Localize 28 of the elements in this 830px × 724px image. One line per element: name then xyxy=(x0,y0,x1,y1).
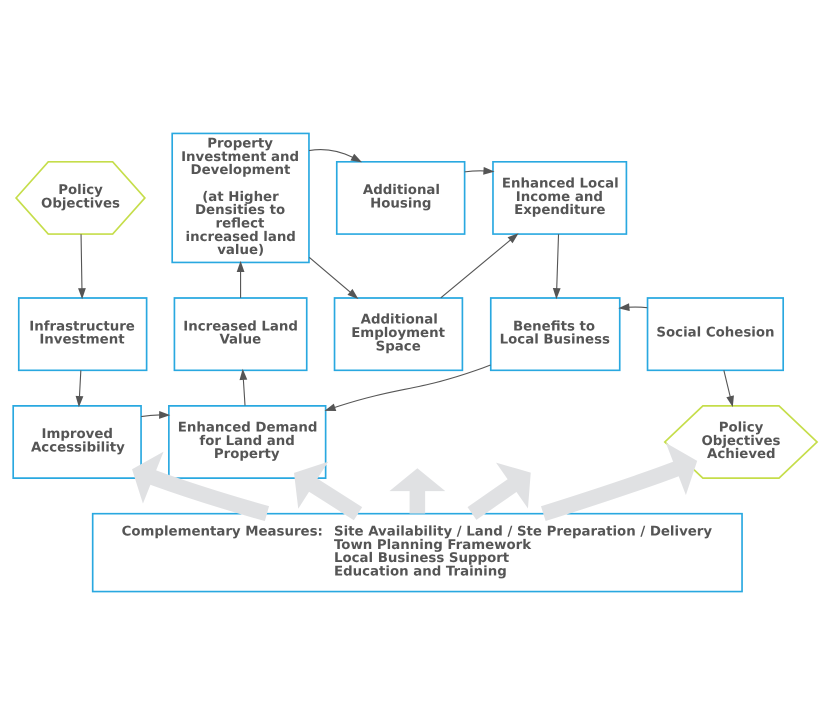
arrow xyxy=(76,370,84,407)
arrow xyxy=(309,256,358,299)
node-box: Increased Land Value xyxy=(174,296,308,371)
arrow xyxy=(324,364,491,410)
arrow xyxy=(464,166,495,174)
node-box: Property Investment and Development (at Higher Densities to reflect increased land value) xyxy=(171,132,310,263)
node-box: Complementary Measures: Site Availability / Land / Ste Preparation / Delivery Town Planning Framework Local Business Support Education and Training xyxy=(92,512,743,592)
arrow xyxy=(240,368,248,406)
node-box: Additional Employment Space xyxy=(334,296,464,371)
node-box: Enhanced Demand for Land and Property xyxy=(168,404,326,478)
arrow xyxy=(552,234,561,299)
arrow xyxy=(78,234,86,299)
arrow xyxy=(618,302,648,311)
arrow xyxy=(540,442,698,521)
arrow xyxy=(440,232,519,298)
arrow xyxy=(308,148,362,162)
node-box: Improved Accessibility xyxy=(12,404,142,478)
node-box: Social Cohesion xyxy=(646,296,784,371)
arrow xyxy=(141,410,170,418)
arrow xyxy=(132,451,270,521)
node-box: Infrastructure Investment xyxy=(18,296,148,371)
node-box: Additional Housing xyxy=(336,160,466,234)
arrow xyxy=(468,462,531,520)
node-box: Benefits to Local Business xyxy=(490,296,621,371)
arrow xyxy=(723,370,734,407)
arrow xyxy=(389,468,446,513)
node-box: Enhanced Local Income and Expenditure xyxy=(492,160,628,234)
arrow xyxy=(236,260,244,298)
